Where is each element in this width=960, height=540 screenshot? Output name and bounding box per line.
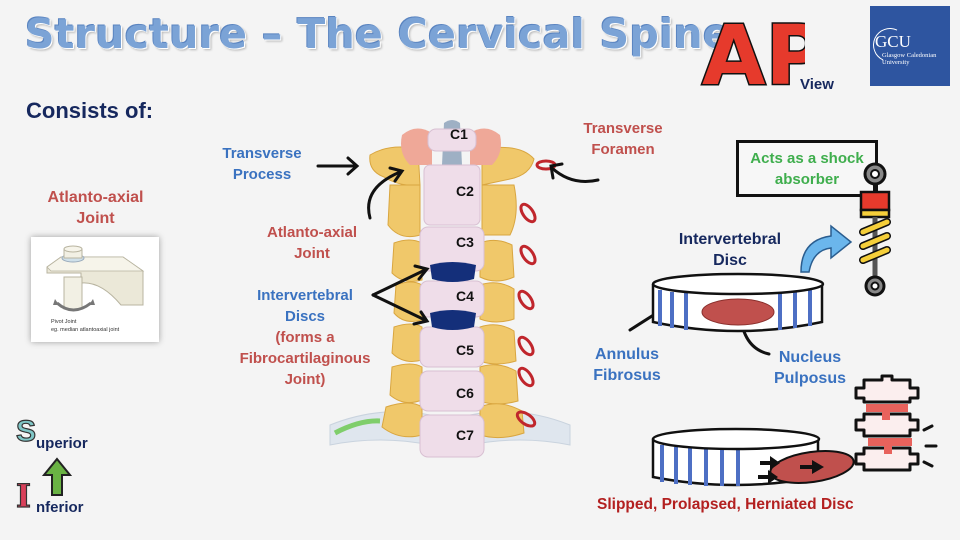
label-annulus-fibrosus: Annulus Fibrosus — [593, 346, 661, 384]
vertebra-label-c7: C7 — [456, 427, 474, 443]
vertebra-label-c1: C1 — [450, 126, 468, 142]
nucleus-pulposus-shape — [701, 298, 775, 326]
shock-absorber-icon — [859, 162, 891, 297]
herniation-caption: Slipped, Prolapsed, Herniated Disc — [597, 496, 854, 513]
gcu-logo: GCU Glasgow Caledonian University — [868, 6, 950, 86]
pivot-joint-illustration — [46, 245, 145, 312]
disc-c3-c4 — [430, 262, 476, 282]
cervical-spine-illustration — [329, 120, 571, 458]
logo-name: Glasgow Caledonian University — [882, 52, 937, 66]
label-nucleus-pulposus: Nucleus Pulposus — [773, 349, 846, 387]
inferior-label: nferior — [36, 499, 84, 516]
pivot-caption: Pivot Joint eg. median atlantoaxial join… — [51, 319, 120, 333]
pivot-joint-image: Pivot Joint eg. median atlantoaxial join… — [31, 237, 159, 342]
shock-absorber-callout: Acts as a shock absorber — [736, 140, 878, 197]
vertebra-label-c6: C6 — [456, 385, 474, 401]
herniated-spine-icon — [854, 374, 938, 472]
label-transverse-process: Transverse Process — [222, 145, 302, 183]
pivot-joint-heading: Atlanto-axial Joint — [47, 189, 144, 227]
disc-c4-c5 — [430, 310, 476, 330]
label-intervertebral-discs: Intervertebral Discs (forms a Fibrocarti… — [239, 287, 371, 388]
up-arrow-icon — [42, 457, 72, 496]
section-heading: Consists of: — [26, 98, 154, 123]
vertebra-label-c4: C4 — [456, 288, 474, 304]
label-transverse-foramen: Transverse Foramen — [583, 120, 663, 158]
orientation-indicator: S uperior I nferior — [15, 414, 126, 525]
page-title: Structure – The Cervical Spine — [25, 10, 732, 58]
intervertebral-disc-diagram — [651, 272, 825, 333]
view-label: View — [800, 76, 834, 93]
ap-view-badge: AP — [700, 8, 828, 106]
label-atlanto-axial: Atlanto-axial Joint — [266, 224, 357, 262]
superior-initial: S — [15, 414, 37, 448]
vertebra-label-c2: C2 — [456, 183, 474, 199]
curved-arrow-icon — [800, 224, 853, 273]
superior-label: uperior — [36, 435, 88, 452]
vertebra-label-c5: C5 — [456, 342, 474, 358]
inferior-initial: I — [15, 476, 31, 515]
ap-letters: AP — [702, 12, 805, 92]
logo-abbr: GCU — [875, 32, 911, 51]
herniated-disc-diagram — [651, 427, 855, 487]
vertebra-label-c3: C3 — [456, 234, 474, 250]
disc-title: Intervertebral Disc — [678, 231, 782, 269]
